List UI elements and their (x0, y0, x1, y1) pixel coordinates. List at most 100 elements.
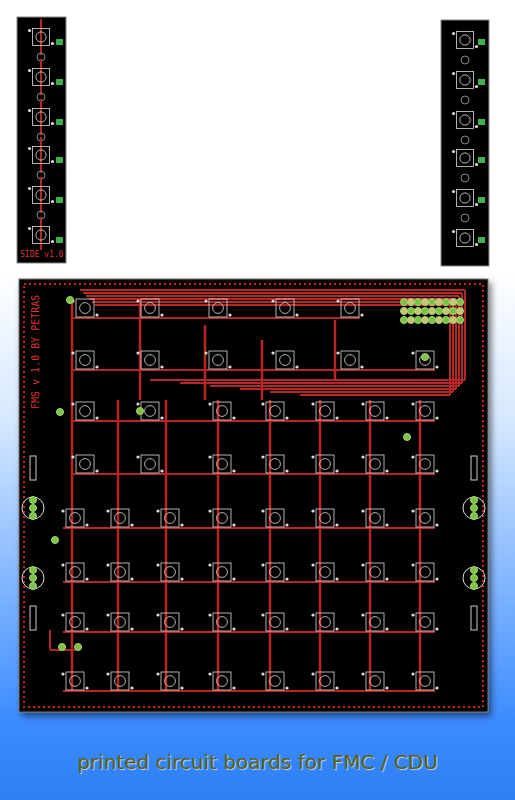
pad (401, 308, 408, 315)
switch-cap (320, 567, 331, 578)
switch-outline (416, 672, 434, 690)
pin (208, 613, 211, 616)
trace (270, 391, 453, 393)
pin (335, 577, 338, 580)
switch-cap (70, 567, 81, 578)
pad (404, 434, 411, 441)
switch-cap (420, 513, 431, 524)
switch-cap (36, 150, 46, 160)
switch-outline (416, 351, 434, 369)
board-label: SIDE v1.0 (20, 250, 63, 259)
trace (117, 400, 120, 690)
switch-outline (416, 402, 434, 420)
pin (232, 627, 235, 630)
trace (240, 388, 456, 390)
pad (408, 308, 415, 315)
smd-pad (56, 237, 63, 243)
pad (471, 497, 478, 504)
trace (71, 300, 74, 400)
switch-cap (115, 513, 126, 524)
pin (180, 686, 183, 689)
pin (311, 509, 314, 512)
pin (452, 72, 455, 75)
switch-outline (161, 672, 179, 690)
pin (311, 455, 314, 458)
pin (360, 313, 363, 316)
board-outline (24, 284, 483, 707)
switch-cap (460, 153, 470, 163)
pin (204, 351, 207, 354)
pad (137, 408, 144, 415)
pad (415, 299, 422, 306)
pin (311, 613, 314, 616)
switch-cap (70, 676, 81, 687)
pin (435, 627, 438, 630)
pin (61, 509, 64, 512)
pad (436, 317, 443, 324)
side-board-left (17, 17, 66, 263)
switch-outline (111, 672, 129, 690)
switch-cap (280, 355, 291, 366)
pin (435, 577, 438, 580)
switch-outline (209, 299, 227, 317)
pad (457, 308, 464, 315)
trace (73, 369, 435, 371)
pin (311, 672, 314, 675)
switch-cap (217, 406, 228, 417)
pin (285, 469, 288, 472)
pin (295, 313, 298, 316)
pin (285, 627, 288, 630)
switch-outline (266, 402, 284, 420)
pin (435, 686, 438, 689)
switch-cap (36, 32, 46, 42)
switch-cap (270, 567, 281, 578)
trace (150, 379, 465, 381)
smd-pad (56, 119, 63, 125)
switch-cap (165, 617, 176, 628)
pin (228, 313, 231, 316)
led-ring (22, 567, 44, 589)
trace (180, 382, 462, 384)
pad (450, 317, 457, 324)
pin (208, 455, 211, 458)
switch-outline (76, 351, 94, 369)
pin (335, 686, 338, 689)
switch-outline (316, 455, 334, 473)
pin (130, 523, 133, 526)
pin (411, 455, 414, 458)
pad (408, 317, 415, 324)
switch-cap (320, 459, 331, 470)
pin (208, 402, 211, 405)
switch-cap (80, 303, 91, 314)
switch-outline (76, 402, 94, 420)
switch-cap (115, 676, 126, 687)
pin (71, 455, 74, 458)
trace (464, 290, 466, 380)
pin (335, 627, 338, 630)
switch-cap (270, 617, 281, 628)
switch-cap (115, 567, 126, 578)
pad (471, 583, 478, 590)
smd-pad (478, 237, 485, 243)
pin (71, 351, 74, 354)
switch-cap (370, 676, 381, 687)
switch-cap (370, 459, 381, 470)
switch-cap (145, 303, 156, 314)
pin (160, 313, 163, 316)
pin (232, 523, 235, 526)
switch-outline (316, 613, 334, 631)
pin (411, 351, 414, 354)
pin (285, 523, 288, 526)
switch-outline (213, 509, 231, 527)
pad (30, 567, 37, 574)
pin (85, 686, 88, 689)
pin (311, 563, 314, 566)
switch-cap (80, 459, 91, 470)
trace (165, 400, 168, 690)
pin (130, 627, 133, 630)
switch-cap (165, 676, 176, 687)
pin (361, 509, 364, 512)
pin (85, 627, 88, 630)
pin (335, 416, 338, 419)
switch-cap (420, 617, 431, 628)
